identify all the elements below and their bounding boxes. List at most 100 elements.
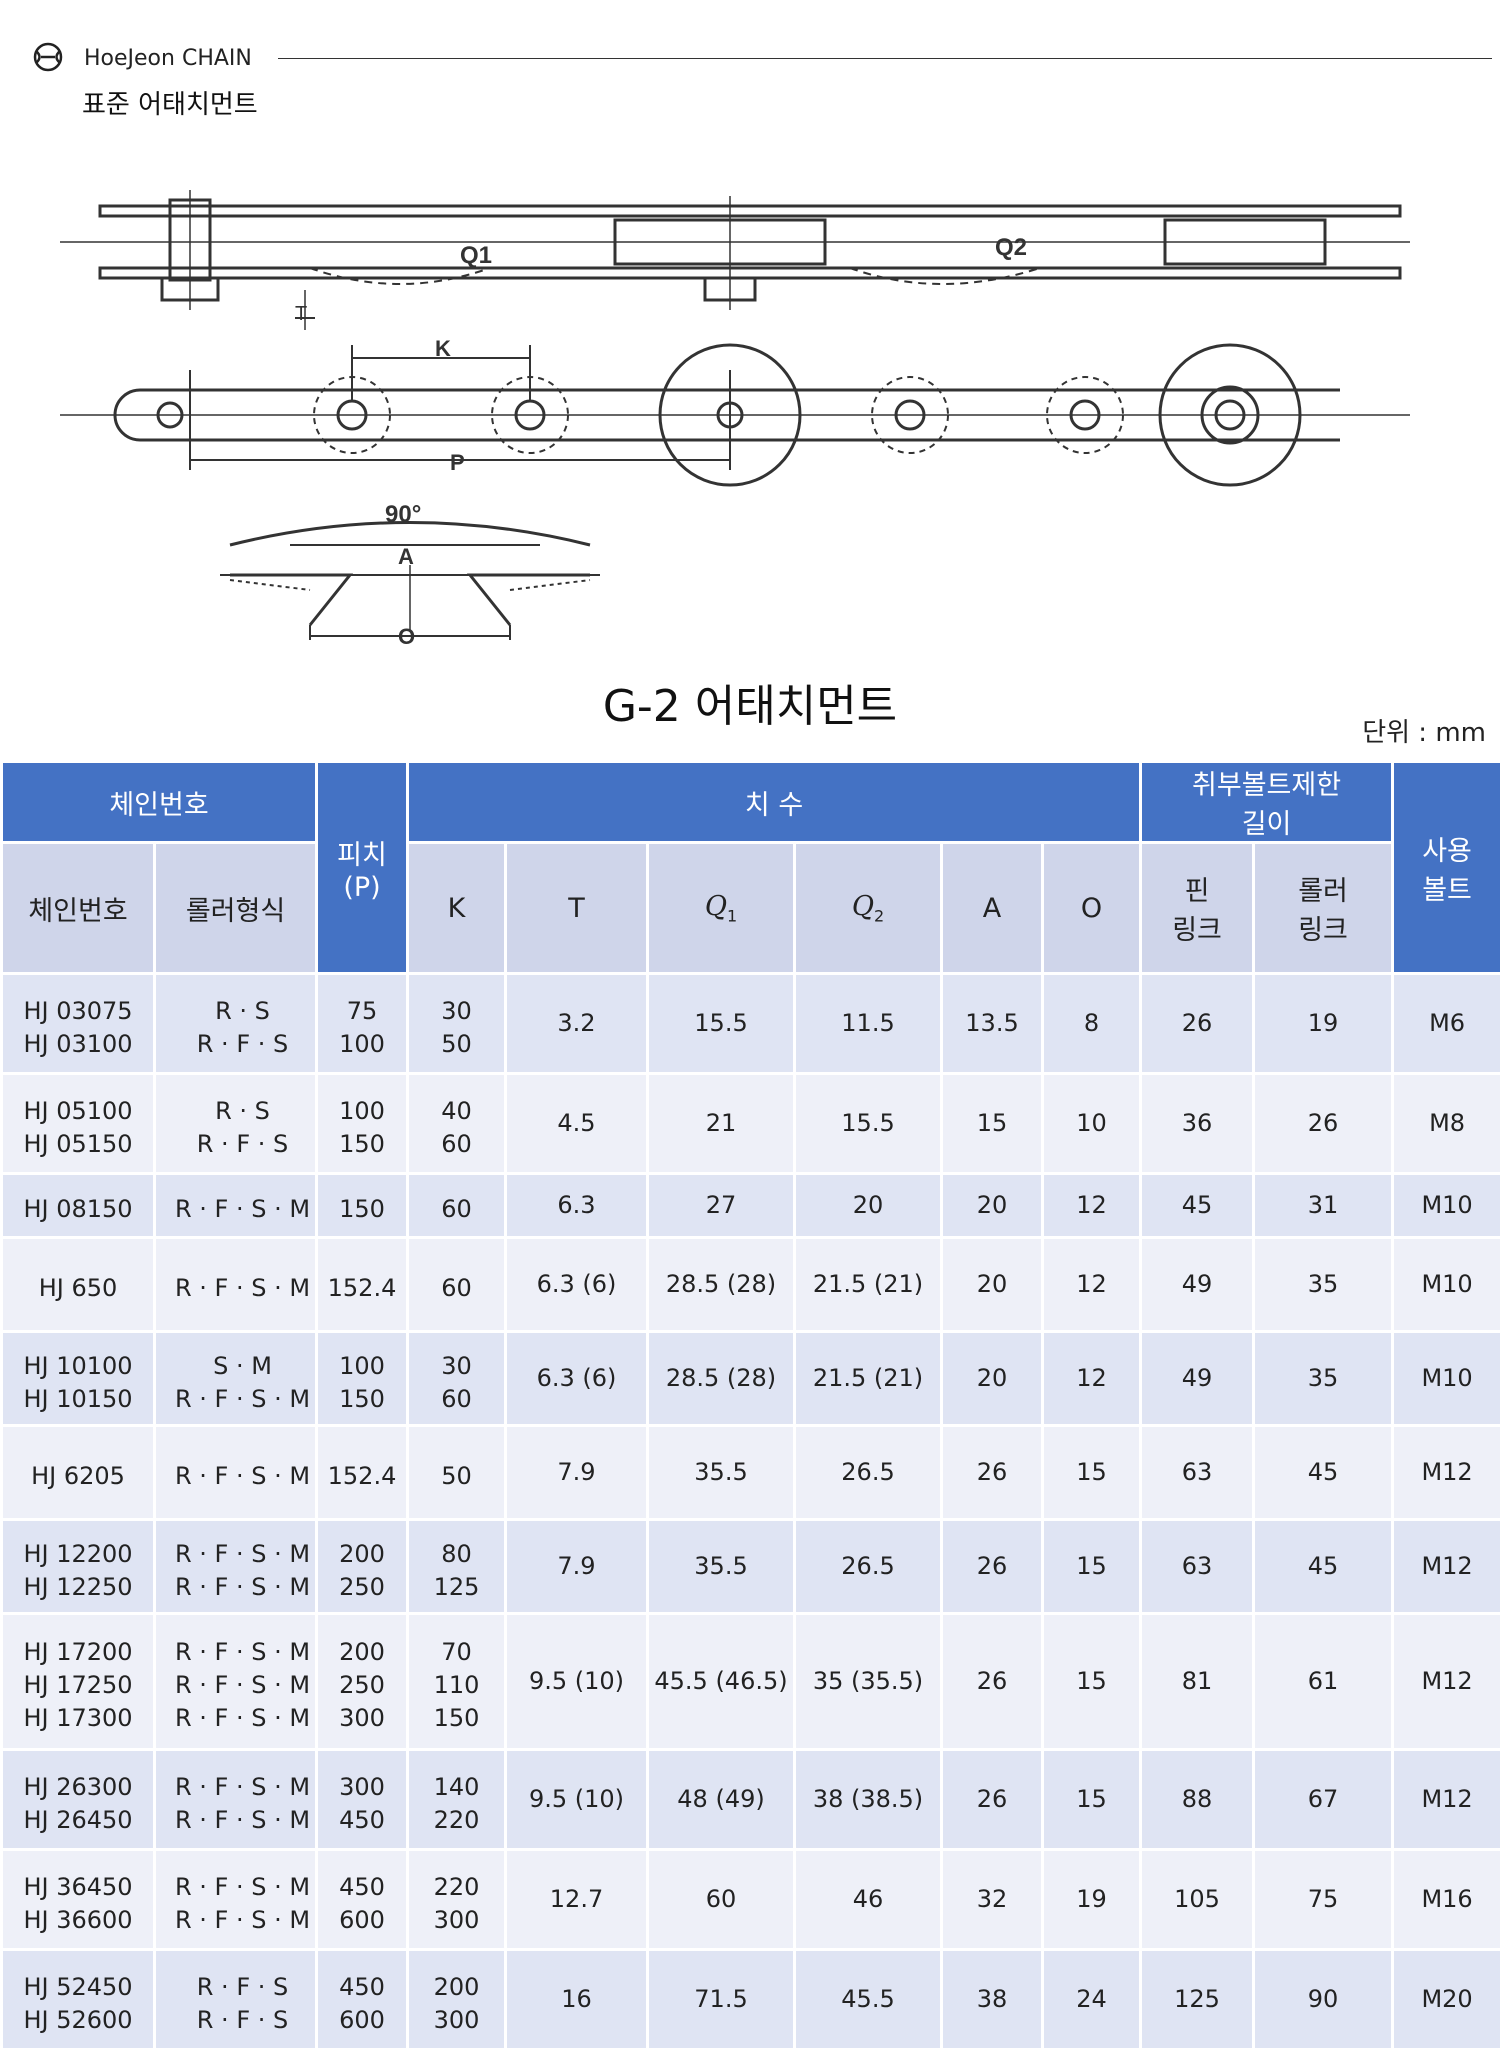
cell-pin-link: 49	[1141, 1238, 1254, 1332]
cell-pin-link: 49	[1141, 1332, 1254, 1426]
cell-o: 15	[1043, 1750, 1141, 1850]
cell-a: 38	[942, 1950, 1043, 2050]
cell-o: 12	[1043, 1174, 1141, 1238]
cell-q1: 60	[648, 1850, 795, 1950]
cell-q2: 26.5	[795, 1426, 942, 1520]
cell-pitch: 152.4	[317, 1426, 408, 1520]
cell-bolt: M12	[1393, 1426, 1500, 1520]
cell-t: 16	[506, 1950, 648, 2050]
cell-chain-no: HJ 08150	[2, 1174, 155, 1238]
cell-bolt: M12	[1393, 1520, 1500, 1614]
header-a: A	[942, 843, 1043, 974]
header-k: K	[408, 843, 506, 974]
cell-a: 26	[942, 1614, 1043, 1750]
cell-q1: 15.5	[648, 974, 795, 1074]
cell-chain-no: HJ 650	[2, 1238, 155, 1332]
cell-q1: 71.5	[648, 1950, 795, 2050]
cell-a: 20	[942, 1238, 1043, 1332]
cell-t: 12.7	[506, 1850, 648, 1950]
cell-roller-type: R · F · S · M	[155, 1174, 317, 1238]
cell-q2: 45.5	[795, 1950, 942, 2050]
cell-a: 20	[942, 1332, 1043, 1426]
cell-t: 9.5 (10)	[506, 1614, 648, 1750]
header-pitch: 피치(P)	[317, 762, 408, 974]
cell-bolt: M10	[1393, 1332, 1500, 1426]
cell-a: 32	[942, 1850, 1043, 1950]
header-rule	[278, 58, 1492, 59]
q2-label: Q2	[995, 234, 1027, 261]
cell-pin-link: 45	[1141, 1174, 1254, 1238]
header-chain-no: 체인번호	[2, 843, 155, 974]
cell-q1: 27	[648, 1174, 795, 1238]
attachment-diagram: Q1 Q2 T K P	[40, 170, 1420, 660]
a-label: A	[398, 544, 414, 569]
cell-o: 24	[1043, 1950, 1141, 2050]
header-q2: Q2	[795, 843, 942, 974]
cell-roller-link: 75	[1254, 1850, 1393, 1950]
cell-pin-link: 125	[1141, 1950, 1254, 2050]
cell-roller-link: 35	[1254, 1332, 1393, 1426]
cell-roller-type: R · F · S · M	[155, 1426, 317, 1520]
cell-q1: 28.5 (28)	[648, 1332, 795, 1426]
cell-roller-link: 45	[1254, 1520, 1393, 1614]
cell-q2: 11.5	[795, 974, 942, 1074]
cell-a: 20	[942, 1174, 1043, 1238]
cell-q1: 35.5	[648, 1520, 795, 1614]
cell-pitch: 150	[317, 1174, 408, 1238]
cell-roller-link: 61	[1254, 1614, 1393, 1750]
cell-o: 8	[1043, 974, 1141, 1074]
cell-t: 7.9	[506, 1520, 648, 1614]
angle-label: 90°	[385, 501, 421, 528]
cell-k: 60	[408, 1174, 506, 1238]
cell-q2: 46	[795, 1850, 942, 1950]
cell-bolt: M20	[1393, 1950, 1500, 2050]
brand-name: HoeJeon CHAIN	[84, 46, 252, 71]
cell-roller-type: R · F · S · M	[155, 1238, 317, 1332]
cell-k: 60	[408, 1238, 506, 1332]
cell-pin-link: 63	[1141, 1520, 1254, 1614]
cell-o: 15	[1043, 1520, 1141, 1614]
cell-o: 12	[1043, 1332, 1141, 1426]
cell-o: 15	[1043, 1614, 1141, 1750]
top-view-drawing	[60, 190, 1410, 330]
header-roller-type: 롤러형식	[155, 843, 317, 974]
header-chain-group: 체인번호	[2, 762, 317, 843]
o-label: O	[398, 624, 415, 649]
cell-a: 13.5	[942, 974, 1043, 1074]
cell-q2: 38 (38.5)	[795, 1750, 942, 1850]
cell-q2: 15.5	[795, 1074, 942, 1174]
side-view-drawing	[60, 345, 1410, 485]
cell-t: 6.3	[506, 1174, 648, 1238]
cell-pitch: 152.4	[317, 1238, 408, 1332]
cell-roller-link: 90	[1254, 1950, 1393, 2050]
cell-a: 15	[942, 1074, 1043, 1174]
q1-label: Q1	[460, 242, 492, 269]
cell-pin-link: 105	[1141, 1850, 1254, 1950]
cell-q1: 45.5 (46.5)	[648, 1614, 795, 1750]
